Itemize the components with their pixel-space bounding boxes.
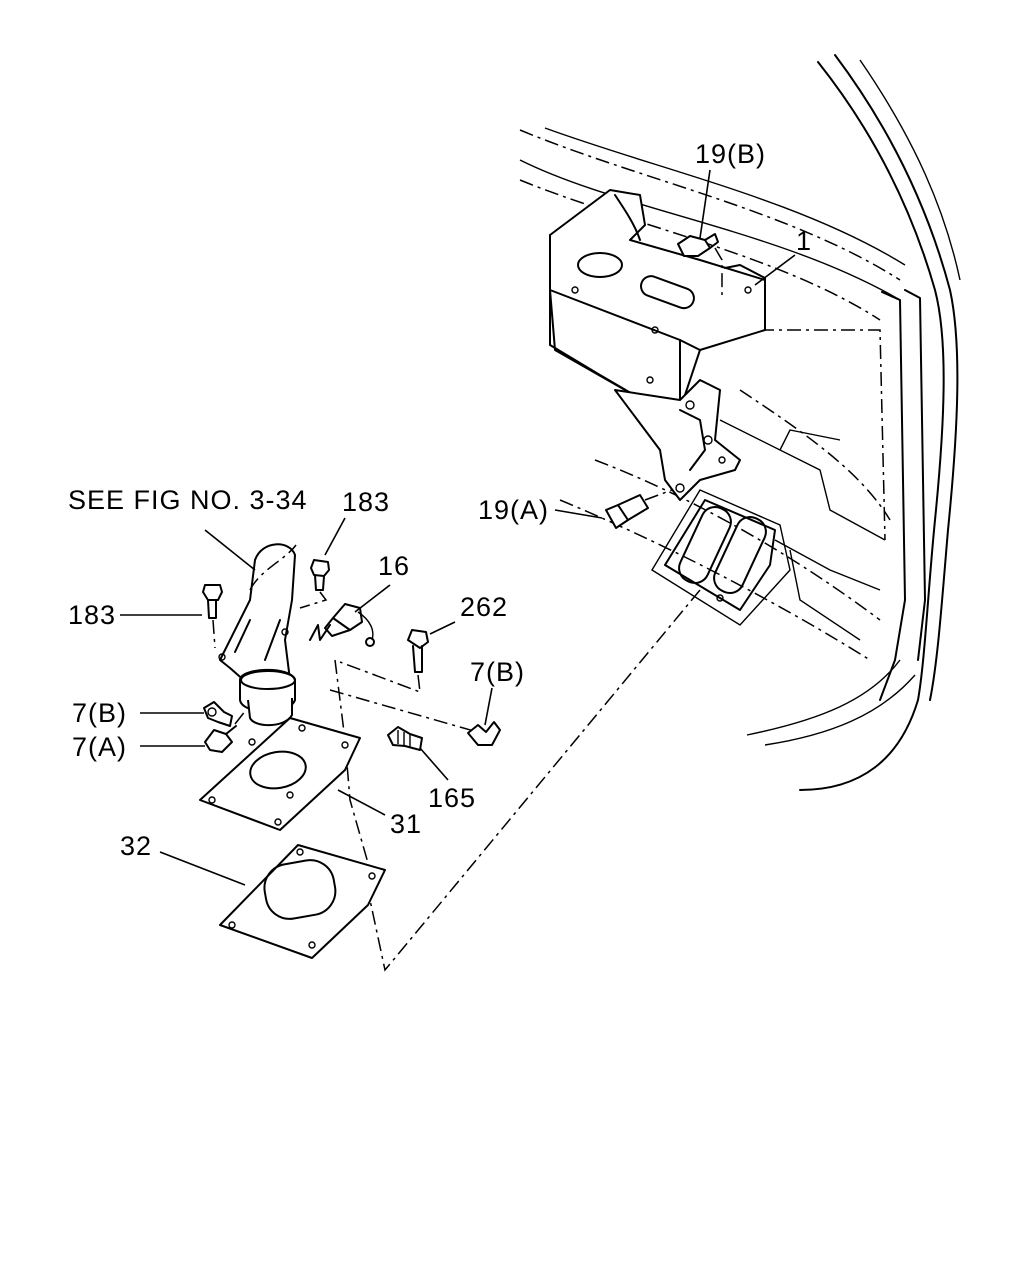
callout-183-top: 183: [342, 487, 390, 517]
callout-165: 165: [428, 783, 476, 813]
callout-16: 16: [378, 551, 410, 581]
callout-183-left: 183: [68, 600, 116, 630]
callout-262: 262: [460, 592, 508, 622]
bolt-19a: [605, 489, 673, 529]
fitting-7a: [204, 709, 247, 753]
leader-lines: [120, 169, 796, 886]
callout-31: 31: [390, 809, 422, 839]
callout-32: 32: [120, 831, 152, 861]
bolt-183-right: [299, 559, 330, 609]
switch-16: [309, 603, 375, 647]
fitting-7b-left: [203, 701, 233, 727]
floor-opening: [651, 489, 791, 626]
callout-7b-right: 7(B): [470, 657, 525, 687]
callout-see-fig: SEE FIG NO. 3-34: [68, 485, 308, 515]
callout-7a: 7(A): [72, 732, 127, 762]
alignment-line-vertical: [334, 659, 371, 871]
fitting-165: [387, 726, 423, 751]
shift-lever-body: [218, 543, 297, 727]
cab-body-outline: [519, 54, 961, 791]
bolt-262: [339, 629, 429, 694]
callout-19b: 19(B): [695, 139, 766, 169]
fitting-7b-right: [467, 721, 501, 746]
callout-19a: 19(A): [478, 495, 549, 525]
bolt-19b: [677, 233, 723, 295]
plate-32: [219, 844, 386, 959]
callout-1: 1: [796, 226, 812, 256]
alignment-line-7b: [329, 689, 489, 736]
callout-7b-left: 7(B): [72, 698, 127, 728]
plate-31: [199, 717, 361, 831]
alignment-line-main: [369, 589, 701, 972]
bolt-183-left: [202, 584, 223, 649]
mounting-bracket-part-1: [549, 189, 766, 501]
